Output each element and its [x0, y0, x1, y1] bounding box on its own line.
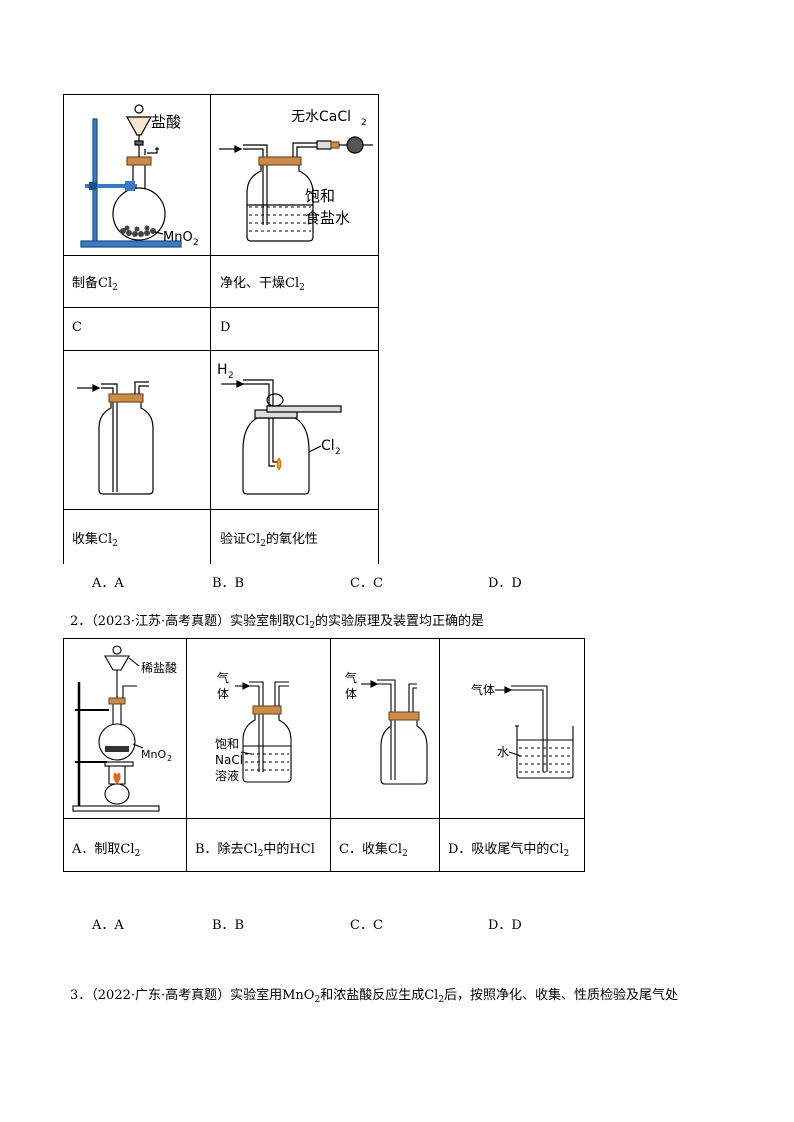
svg-text:气: 气 [345, 670, 357, 685]
table-2-grid [63, 638, 585, 872]
svg-text:NaCl: NaCl [215, 753, 243, 767]
svg-text:2: 2 [335, 447, 341, 457]
label-mno2: MnO [163, 230, 193, 245]
q2-wash-bottle-diagram: 气 体 饱和 NaCl 溶液 [215, 670, 292, 783]
q2-caption-c: C．收集Cl2 [339, 842, 408, 859]
q2-caption-a: A．制取Cl2 [72, 842, 141, 859]
chlorine-purifier-diagram: 无水CaCl 2 饱和 食盐水 [219, 109, 373, 242]
q2-caption-d: D．吸收尾气中的Cl2 [448, 842, 570, 859]
q2-collector-diagram: 气 体 [345, 670, 428, 785]
label-anhydrous-cacl2: 无水CaCl [291, 109, 351, 125]
question-3-stem: 3．（2022·广东·高考真题）实验室用MnO2和浓盐酸反应生成Cl2后，按照净… [70, 988, 679, 1005]
svg-text:体: 体 [345, 687, 357, 701]
label-cl2: Cl [321, 438, 335, 454]
table-1-grid [63, 94, 379, 564]
q2-caption-b: B．除去Cl2中的HCl [195, 842, 315, 859]
cell-prepare-cl2: 制备Cl2 [72, 276, 118, 293]
q1-option-c[interactable]: C．C [350, 576, 383, 591]
cell-purify-dry-cl2: 净化、干燥Cl2 [220, 276, 305, 293]
svg-text:2: 2 [167, 754, 172, 763]
svg-text:气体: 气体 [471, 682, 495, 697]
chlorine-collector-diagram [77, 381, 154, 495]
q1-option-a[interactable]: A．A [92, 576, 124, 591]
question-2-stem: 2．（2023·江苏·高考真题）实验室制取Cl2的实验原理及装置均正确的是 [70, 614, 484, 631]
q1-option-b[interactable]: B．B [212, 576, 245, 591]
label-hydrochloric-acid: 盐酸 [151, 113, 181, 131]
q2-option-d[interactable]: D．D [488, 918, 522, 933]
svg-text:2: 2 [193, 238, 199, 248]
chlorine-generator-diagram: 盐酸 MnO 2 [80, 104, 199, 248]
label-mno2-q2: MnO [141, 748, 166, 761]
q2-option-a[interactable]: A．A [92, 918, 124, 933]
hydrogen-burning-diagram: H 2 Cl 2 [217, 362, 342, 495]
q2-option-c[interactable]: C．C [350, 918, 383, 933]
svg-text:体: 体 [217, 687, 229, 701]
svg-text:饱和: 饱和 [215, 736, 239, 751]
cell-verify-oxidizing: 验证Cl2的氧化性 [220, 532, 318, 549]
label-dilute-hcl: 稀盐酸 [141, 660, 177, 675]
q2-generator-diagram: 稀盐酸 MnO 2 [72, 645, 177, 812]
cell-d: D [220, 320, 231, 335]
svg-text:气: 气 [217, 670, 229, 685]
q1-option-d[interactable]: D．D [488, 576, 522, 591]
q2-absorber-diagram: 气体 水 [471, 682, 574, 779]
svg-text:2: 2 [361, 118, 367, 128]
table-2: 稀盐酸 MnO 2 气 体 饱和 NaCl 溶液 [63, 638, 585, 872]
label-saturated: 饱和 [305, 187, 335, 205]
svg-text:溶液: 溶液 [215, 768, 239, 783]
cell-collect-cl2: 收集Cl2 [72, 532, 118, 549]
table-1: 盐酸 MnO 2 [63, 94, 379, 564]
svg-text:2: 2 [228, 371, 234, 381]
label-brine: 食盐水 [305, 209, 350, 227]
svg-text:水: 水 [497, 745, 509, 759]
cell-c: C [72, 320, 82, 335]
label-h2: H [217, 362, 228, 378]
q2-option-b[interactable]: B．B [212, 918, 245, 933]
